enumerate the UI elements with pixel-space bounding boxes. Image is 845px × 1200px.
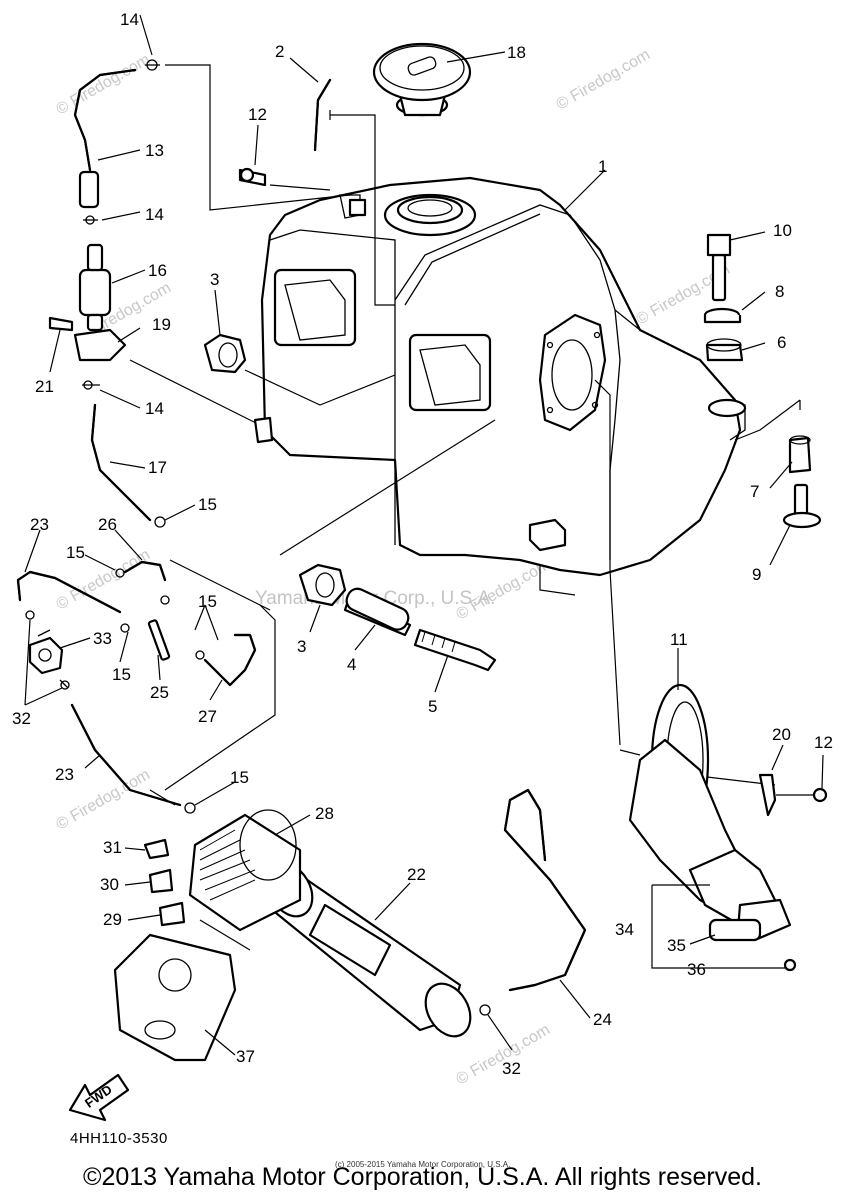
callout-15: 15: [198, 592, 217, 611]
callout-23: 23: [55, 765, 74, 784]
callout-26: 26: [98, 515, 117, 534]
fuel-tank: [260, 176, 747, 577]
fuel-cap: [372, 42, 472, 117]
callout-11: 11: [670, 630, 688, 649]
callout-3: 3: [210, 270, 219, 289]
copyright-notice: ©2013 Yamaha Motor Corporation, U.S.A. A…: [83, 1163, 762, 1191]
callout-20: 20: [772, 725, 791, 744]
callout-15: 15: [112, 665, 131, 684]
watermark-firedog: © Firedog.com: [554, 46, 654, 113]
callout-24: 24: [593, 1010, 612, 1029]
fwd-arrow-icon: FWD: [68, 1073, 130, 1122]
callout-28: 28: [315, 804, 334, 823]
callout-labels: 1 2 3 3 4 5 6 7 8 9 10 11 12 12 13 14 14…: [12, 10, 833, 1078]
callout-4: 4: [347, 655, 356, 674]
callout-12: 12: [248, 105, 267, 124]
callout-14: 14: [120, 10, 139, 29]
callout-35: 35: [667, 936, 686, 955]
callout-32: 32: [12, 709, 31, 728]
assembly-lines: [129, 64, 801, 951]
callout-9: 9: [752, 565, 761, 584]
callout-22: 22: [407, 865, 426, 884]
drawing-code: 4HH110-3530: [70, 1130, 168, 1147]
callout-32: 32: [502, 1059, 521, 1078]
callout-34: 34: [615, 920, 634, 939]
callout-19: 19: [152, 315, 171, 334]
right-side-hardware: [703, 233, 822, 529]
callout-6: 6: [777, 333, 786, 352]
callout-37: 37: [236, 1047, 255, 1066]
callout-7: 7: [750, 482, 759, 501]
callout-3: 3: [297, 637, 306, 656]
callout-2: 2: [275, 42, 284, 61]
watermark-firedog: © Firedog.com: [54, 51, 154, 118]
small-copyright: (c) 2005-2015 Yamaha Motor Corporation, …: [335, 1160, 511, 1169]
watermark-firedog: © Firedog.com: [454, 1021, 554, 1088]
callout-14: 14: [145, 399, 164, 418]
callout-15: 15: [230, 768, 249, 787]
callout-15: 15: [66, 543, 85, 562]
callout-21: 21: [35, 377, 54, 396]
callout-14: 14: [145, 205, 164, 224]
fuel-filter-and-fittings: [48, 59, 166, 528]
callout-33: 33: [93, 629, 112, 648]
callout-13: 13: [145, 141, 164, 160]
check-valve-and-fittings: [25, 198, 367, 814]
callout-5: 5: [428, 697, 437, 716]
callout-1: 1: [598, 157, 607, 176]
fuel-pump-assembly: [628, 683, 828, 972]
hoses: [16, 68, 587, 992]
callout-29: 29: [103, 910, 122, 929]
callout-30: 30: [100, 875, 119, 894]
callout-12: 12: [814, 733, 833, 752]
callout-16: 16: [148, 261, 167, 280]
callout-23: 23: [30, 515, 49, 534]
canister-and-filter: [113, 809, 491, 1062]
callout-31: 31: [103, 838, 122, 857]
callout-18: 18: [507, 43, 526, 62]
callout-15: 15: [198, 495, 217, 514]
callout-25: 25: [150, 683, 169, 702]
callout-leaders: [24, 14, 824, 1056]
callout-8: 8: [775, 282, 784, 301]
callout-27: 27: [198, 707, 217, 726]
mounting-hardware: [203, 167, 497, 672]
callout-36: 36: [687, 960, 706, 979]
callout-10: 10: [773, 221, 792, 240]
callout-17: 17: [148, 458, 167, 477]
